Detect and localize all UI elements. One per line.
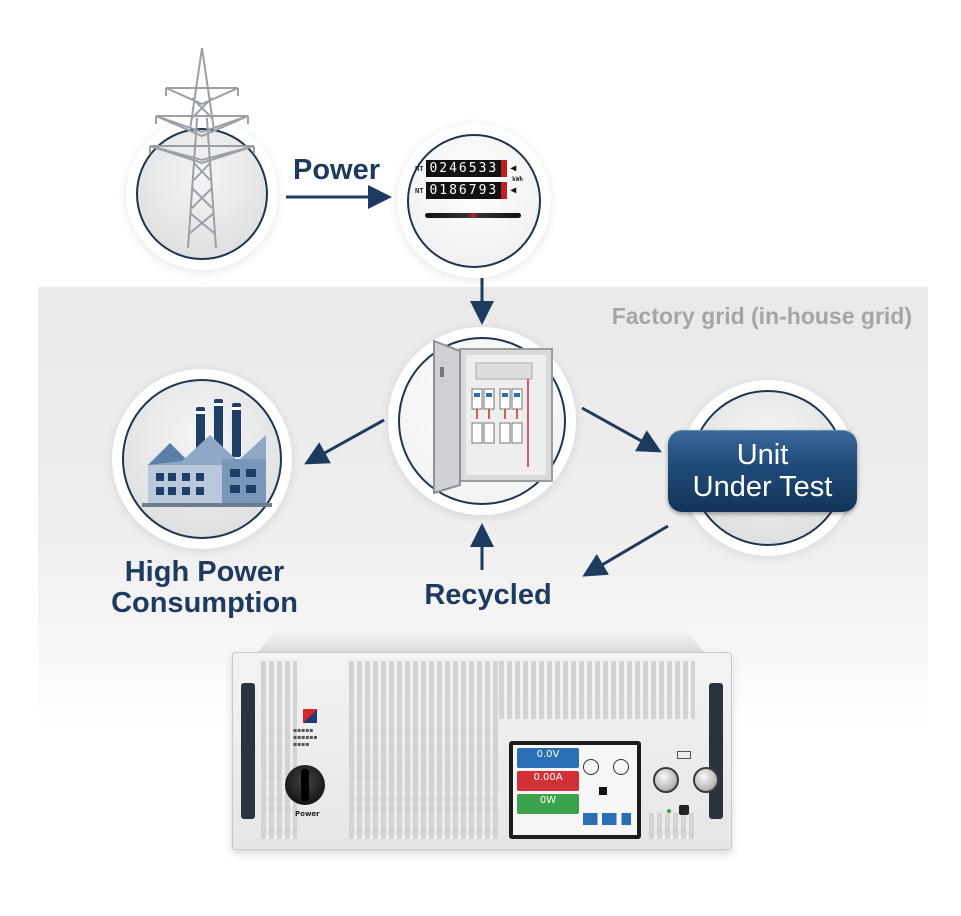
meter-disc-icon — [425, 213, 521, 218]
power-label: Power — [293, 154, 381, 186]
arrow-left-icon: ◀ — [510, 163, 517, 174]
power-readout: 0W — [517, 794, 579, 814]
meter-nt-label: NT — [415, 186, 424, 195]
left-rotary-knob[interactable] — [653, 767, 679, 793]
electrical-cabinet-icon — [433, 339, 553, 495]
vent-grille-bottom-right — [649, 813, 695, 839]
factory-circle — [112, 369, 292, 549]
arrow-uut-to-device — [582, 524, 669, 577]
current-readout: 0.00A — [517, 771, 579, 791]
vent-grille-center — [349, 661, 499, 839]
uut-label-line1: Unit — [736, 439, 789, 471]
right-rotary-knob[interactable] — [693, 767, 719, 793]
factory-grid-label: Factory grid (in-house grid) — [611, 303, 912, 329]
meter-ht-digits: 0246533 — [426, 160, 508, 177]
vent-grille-top-right — [499, 661, 695, 719]
high-power-line2: Consumption — [111, 587, 298, 620]
meter-nt-digits: 0186793 — [426, 182, 508, 199]
uut-label-line2: Under Test — [692, 471, 833, 503]
device-front-panel: ▪▪▪▪▪▪▪▪▪▪▪▪▪▪▪ Power 0.0V 0.00A 0W — [232, 652, 732, 850]
meter-ht-label: HT — [415, 164, 424, 173]
high-power-line1: High Power — [124, 556, 285, 588]
stop-icon[interactable] — [599, 787, 607, 795]
regenerative-power-supply: ▪▪▪▪▪▪▪▪▪▪▪▪▪▪▪ Power 0.0V 0.00A 0W — [218, 630, 744, 852]
factory-building-icon — [142, 399, 272, 507]
left-handle — [241, 683, 255, 819]
arrow-cabinet-to-uut — [581, 406, 662, 453]
label-plate: ▪▪▪▪▪▪▪▪▪▪▪▪▪▪▪ — [293, 727, 318, 748]
screen-menu-icons[interactable] — [583, 813, 631, 825]
high-power-consumption-label: High Power Consumption — [92, 556, 317, 620]
unit-under-test-badge: Unit Under Test — [668, 430, 857, 512]
brand-logo-icon — [303, 709, 317, 723]
status-led-icon — [667, 809, 671, 813]
vent-grille-left-strip — [261, 661, 297, 839]
voltage-dial-icon[interactable] — [583, 759, 599, 775]
device-touch-screen[interactable]: 0.0V 0.00A 0W — [509, 741, 641, 839]
main-power-switch[interactable] — [285, 765, 325, 805]
current-dial-icon[interactable] — [613, 759, 629, 775]
meter-unit: kWh — [512, 176, 523, 183]
usb-port-icon — [677, 751, 691, 759]
distribution-cabinet-circle — [388, 327, 576, 515]
arrow-left-icon: ◀ — [510, 185, 517, 196]
recycled-label: Recycled — [424, 579, 552, 611]
energy-meter-circle: HT 0246533 ◀ kWh NT 0186793 ◀ — [397, 124, 551, 278]
arrow-cabinet-to-factory — [304, 418, 385, 465]
control-knob-panel — [651, 739, 721, 831]
power-switch-label: Power — [295, 810, 320, 818]
on-off-button[interactable] — [679, 805, 689, 815]
voltage-readout: 0.0V — [517, 748, 579, 768]
device-top-panel — [258, 630, 704, 652]
